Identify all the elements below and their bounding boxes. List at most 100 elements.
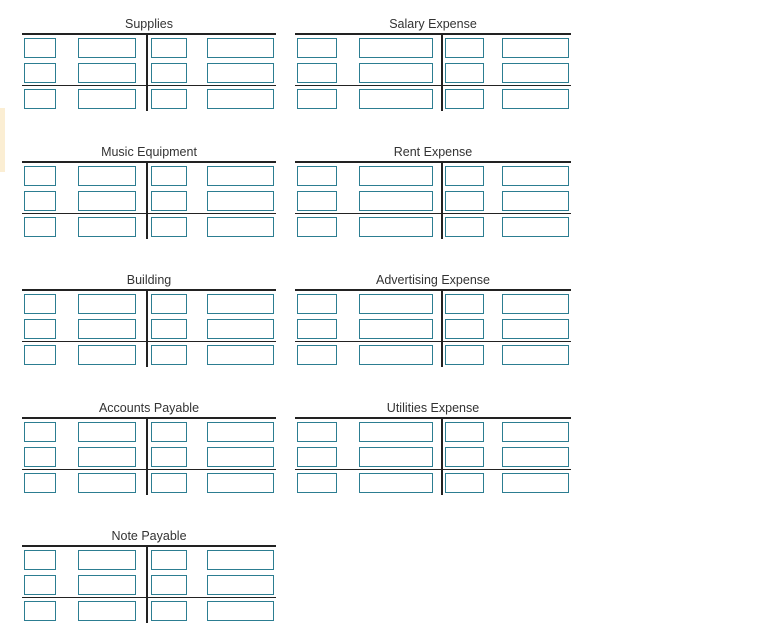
credit-ref-input[interactable] [151,422,187,442]
debit-amount-input[interactable] [359,38,433,58]
debit-amount-input[interactable] [78,422,136,442]
debit-ref-input[interactable] [24,345,56,365]
debit-amount-input[interactable] [78,38,136,58]
debit-amount-input[interactable] [78,217,136,237]
debit-amount-input[interactable] [359,319,433,339]
debit-amount-input[interactable] [359,473,433,493]
debit-ref-input[interactable] [24,601,56,621]
debit-ref-input[interactable] [24,550,56,570]
debit-amount-input[interactable] [359,447,433,467]
credit-ref-input[interactable] [151,191,187,211]
credit-ref-input[interactable] [151,319,187,339]
debit-ref-input[interactable] [297,319,337,339]
credit-amount-input[interactable] [502,447,569,467]
credit-amount-input[interactable] [207,166,274,186]
credit-ref-input[interactable] [151,575,187,595]
credit-ref-input[interactable] [151,63,187,83]
credit-amount-input[interactable] [207,38,274,58]
debit-amount-input[interactable] [78,319,136,339]
credit-ref-input[interactable] [445,473,484,493]
credit-ref-input[interactable] [445,38,484,58]
debit-ref-input[interactable] [297,217,337,237]
debit-ref-input[interactable] [297,447,337,467]
credit-amount-input[interactable] [207,319,274,339]
credit-amount-input[interactable] [502,473,569,493]
debit-ref-input[interactable] [24,89,56,109]
credit-ref-input[interactable] [151,345,187,365]
credit-amount-input[interactable] [502,217,569,237]
debit-ref-input[interactable] [24,447,56,467]
debit-ref-input[interactable] [24,217,56,237]
debit-ref-input[interactable] [297,345,337,365]
debit-ref-input[interactable] [297,473,337,493]
debit-ref-input[interactable] [24,166,56,186]
debit-ref-input[interactable] [297,166,337,186]
debit-amount-input[interactable] [359,191,433,211]
credit-ref-input[interactable] [445,345,484,365]
credit-amount-input[interactable] [502,166,569,186]
debit-ref-input[interactable] [297,63,337,83]
credit-amount-input[interactable] [207,294,274,314]
credit-amount-input[interactable] [207,191,274,211]
credit-ref-input[interactable] [445,447,484,467]
debit-ref-input[interactable] [24,294,56,314]
credit-ref-input[interactable] [151,294,187,314]
debit-ref-input[interactable] [297,89,337,109]
credit-ref-input[interactable] [445,166,484,186]
credit-amount-input[interactable] [502,422,569,442]
credit-amount-input[interactable] [502,294,569,314]
debit-amount-input[interactable] [78,89,136,109]
credit-amount-input[interactable] [207,422,274,442]
debit-amount-input[interactable] [359,166,433,186]
debit-amount-input[interactable] [78,550,136,570]
credit-ref-input[interactable] [151,601,187,621]
debit-ref-input[interactable] [24,473,56,493]
debit-amount-input[interactable] [359,345,433,365]
credit-amount-input[interactable] [207,575,274,595]
credit-ref-input[interactable] [151,166,187,186]
debit-amount-input[interactable] [359,422,433,442]
credit-amount-input[interactable] [502,319,569,339]
credit-amount-input[interactable] [207,345,274,365]
debit-ref-input[interactable] [24,319,56,339]
credit-ref-input[interactable] [445,422,484,442]
credit-amount-input[interactable] [207,89,274,109]
credit-amount-input[interactable] [207,217,274,237]
credit-amount-input[interactable] [502,345,569,365]
debit-amount-input[interactable] [78,294,136,314]
credit-ref-input[interactable] [151,550,187,570]
credit-amount-input[interactable] [502,38,569,58]
debit-amount-input[interactable] [78,575,136,595]
debit-amount-input[interactable] [78,191,136,211]
credit-amount-input[interactable] [207,473,274,493]
credit-ref-input[interactable] [445,191,484,211]
credit-ref-input[interactable] [151,447,187,467]
debit-amount-input[interactable] [359,63,433,83]
credit-amount-input[interactable] [502,89,569,109]
debit-ref-input[interactable] [24,63,56,83]
debit-amount-input[interactable] [78,63,136,83]
debit-amount-input[interactable] [359,217,433,237]
credit-amount-input[interactable] [207,601,274,621]
credit-ref-input[interactable] [151,217,187,237]
debit-ref-input[interactable] [297,294,337,314]
credit-ref-input[interactable] [445,294,484,314]
debit-amount-input[interactable] [359,294,433,314]
debit-ref-input[interactable] [24,38,56,58]
debit-ref-input[interactable] [297,422,337,442]
credit-amount-input[interactable] [502,63,569,83]
debit-amount-input[interactable] [359,89,433,109]
debit-amount-input[interactable] [78,447,136,467]
debit-amount-input[interactable] [78,473,136,493]
credit-amount-input[interactable] [502,191,569,211]
debit-amount-input[interactable] [78,345,136,365]
credit-amount-input[interactable] [207,447,274,467]
debit-amount-input[interactable] [78,601,136,621]
credit-ref-input[interactable] [445,319,484,339]
credit-amount-input[interactable] [207,550,274,570]
debit-amount-input[interactable] [78,166,136,186]
debit-ref-input[interactable] [297,38,337,58]
credit-ref-input[interactable] [151,473,187,493]
credit-ref-input[interactable] [445,89,484,109]
credit-ref-input[interactable] [445,63,484,83]
